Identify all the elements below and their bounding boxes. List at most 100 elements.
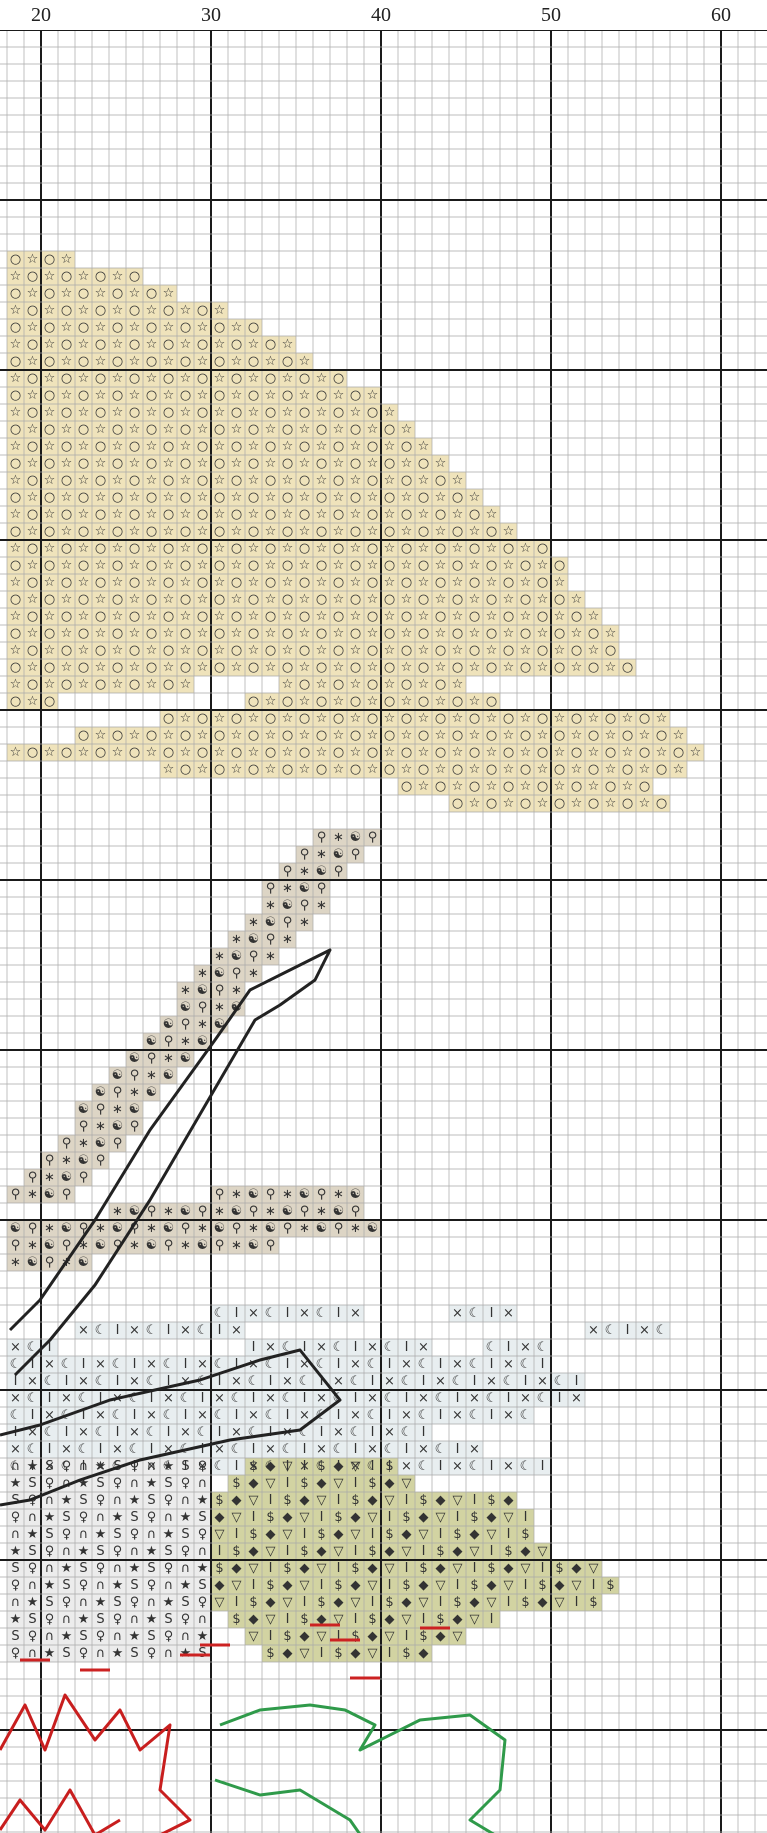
cloud-stitch-symbol: ○ <box>180 456 191 471</box>
cloud-stitch-symbol: ○ <box>61 745 72 760</box>
branches-lower-stitch-symbol: ∗ <box>265 1204 276 1219</box>
cloud-stitch-symbol: ☆ <box>384 677 396 692</box>
flower-stitch-symbol: S <box>130 1578 138 1593</box>
sky-stitch-symbol: ☾ <box>61 1357 73 1372</box>
cloud-stitch-symbol: ○ <box>248 626 259 641</box>
sky-stitch-symbol: I <box>524 1374 528 1389</box>
leaves-stitch-symbol: I <box>218 1544 222 1559</box>
cloud-stitch-symbol: ☆ <box>316 745 328 760</box>
cloud-stitch-symbol: ☆ <box>520 643 532 658</box>
cloud-stitch-symbol: ☆ <box>231 422 243 437</box>
cloud-stitch-symbol: ○ <box>469 779 480 794</box>
leaves-stitch-symbol: $ <box>589 1595 597 1610</box>
branches-stitch-symbol: ☯ <box>112 1119 124 1134</box>
cloud-stitch-symbol: ☆ <box>27 456 39 471</box>
leaves-stitch-symbol: I <box>388 1510 392 1525</box>
leaves-stitch-symbol: ▽ <box>419 1595 429 1610</box>
cloud-stitch-symbol: ☆ <box>605 728 617 743</box>
flower-stitch-symbol: S <box>198 1510 206 1525</box>
branches-stitch-symbol: ∗ <box>163 1051 174 1066</box>
cloud-stitch-symbol: ☆ <box>197 320 209 335</box>
cloud-stitch-symbol: ☆ <box>520 541 532 556</box>
sky-stitch-symbol: ☾ <box>27 1442 39 1457</box>
cloud-stitch-symbol: ☆ <box>503 558 515 573</box>
flower-stitch-symbol: ★ <box>129 1629 141 1644</box>
cloud-stitch-symbol: ○ <box>418 524 429 539</box>
cloud-stitch-symbol: ○ <box>163 677 174 692</box>
branches-stitch-symbol: ∗ <box>180 983 191 998</box>
leaves-stitch-symbol: $ <box>283 1493 291 1508</box>
cloud-stitch-symbol: ○ <box>44 456 55 471</box>
branches-stitch-symbol: ☯ <box>163 1068 175 1083</box>
cloud-stitch-symbol: ☆ <box>27 694 39 709</box>
cloud-stitch-symbol: ○ <box>316 762 327 777</box>
branches-stitch-symbol: ∗ <box>214 1000 225 1015</box>
cloud-stitch-symbol: ○ <box>180 490 191 505</box>
cloud-stitch-symbol: ☆ <box>10 269 22 284</box>
leaves-stitch-symbol: I <box>371 1527 375 1542</box>
cloud-stitch-symbol: ☆ <box>112 541 124 556</box>
cloud-stitch-symbol: ☆ <box>129 626 141 641</box>
cloud-stitch-symbol: ☆ <box>197 388 209 403</box>
cloud-stitch-symbol: ☆ <box>452 677 464 692</box>
cloud-stitch-symbol: ○ <box>503 609 514 624</box>
cloud-stitch-symbol: ☆ <box>112 269 124 284</box>
flower-stitch-symbol: ♀ <box>45 1544 55 1559</box>
flower-stitch-symbol: ♀ <box>28 1629 38 1644</box>
cloud-stitch-symbol: ☆ <box>146 575 158 590</box>
cloud-stitch-symbol: ○ <box>401 575 412 590</box>
cloud-stitch-symbol: ☆ <box>452 575 464 590</box>
flower-stitch-symbol: ∩ <box>45 1629 55 1644</box>
leaves-stitch-symbol: ◆ <box>368 1561 378 1576</box>
leaves-stitch-symbol: I <box>524 1510 528 1525</box>
leaves-stitch-symbol: I <box>303 1527 307 1542</box>
flower-stitch-symbol: ∩ <box>130 1544 140 1559</box>
cloud-stitch-symbol: ☆ <box>44 269 56 284</box>
leaves-stitch-symbol: ◆ <box>300 1561 310 1576</box>
cloud-stitch-symbol: ☆ <box>401 626 413 641</box>
leaves-stitch-symbol: ▽ <box>402 1612 412 1627</box>
cloud-stitch-symbol: ☆ <box>316 405 328 420</box>
cloud-stitch-symbol: ☆ <box>146 439 158 454</box>
flower-stitch-symbol: ∩ <box>113 1561 123 1576</box>
sky-stitch-symbol: ☾ <box>452 1374 464 1389</box>
cloud-stitch-symbol: ☆ <box>503 762 515 777</box>
cloud-stitch-symbol: ☆ <box>44 439 56 454</box>
sky-stitch-symbol: I <box>65 1425 69 1440</box>
cloud-stitch-symbol: ☆ <box>486 711 498 726</box>
cloud-stitch-symbol: ○ <box>452 762 463 777</box>
cloud-stitch-symbol: ☆ <box>316 609 328 624</box>
cloud-stitch-symbol: ☆ <box>10 337 22 352</box>
branches-stitch-symbol: ⚲ <box>96 1153 106 1168</box>
cloud-stitch-symbol: ○ <box>418 626 429 641</box>
cloud-stitch-symbol: ☆ <box>129 558 141 573</box>
sky-stitch-symbol: × <box>486 1374 497 1389</box>
cloud-stitch-symbol: ○ <box>197 473 208 488</box>
cloud-stitch-symbol: ☆ <box>282 337 294 352</box>
leaves-stitch-symbol: ▽ <box>283 1527 293 1542</box>
flower-stitch-symbol: ★ <box>27 1459 39 1474</box>
cloud-stitch-symbol: ○ <box>10 320 21 335</box>
cloud-stitch-symbol: ☆ <box>350 507 362 522</box>
leaves-stitch-symbol: ▽ <box>300 1510 310 1525</box>
cloud-stitch-symbol: ○ <box>367 541 378 556</box>
sky-stitch-symbol: × <box>129 1425 140 1440</box>
cloud-stitch-symbol: ○ <box>520 796 531 811</box>
cloud-stitch-symbol: ☆ <box>214 609 226 624</box>
sky-stitch-symbol: ☾ <box>503 1374 515 1389</box>
flower-stitch-symbol: ∩ <box>198 1544 208 1559</box>
cloud-stitch-symbol: ☆ <box>163 558 175 573</box>
cloud-stitch-symbol: ○ <box>197 303 208 318</box>
cloud-stitch-symbol: ☆ <box>27 320 39 335</box>
branches-lower-stitch-symbol: ☯ <box>180 1204 192 1219</box>
branches-lower-stitch-symbol: ☯ <box>333 1204 345 1219</box>
cloud-stitch-symbol: ○ <box>554 660 565 675</box>
leaves-stitch-symbol: $ <box>351 1561 359 1576</box>
cloud-stitch-symbol: ○ <box>27 303 38 318</box>
cloud-stitch-symbol: ○ <box>520 660 531 675</box>
cloud-stitch-symbol: ○ <box>316 626 327 641</box>
cloud-stitch-symbol: ○ <box>78 626 89 641</box>
flower-stitch-symbol: ★ <box>112 1510 124 1525</box>
cloud-stitch-symbol: ☆ <box>418 711 430 726</box>
flower-stitch-symbol: S <box>147 1629 155 1644</box>
